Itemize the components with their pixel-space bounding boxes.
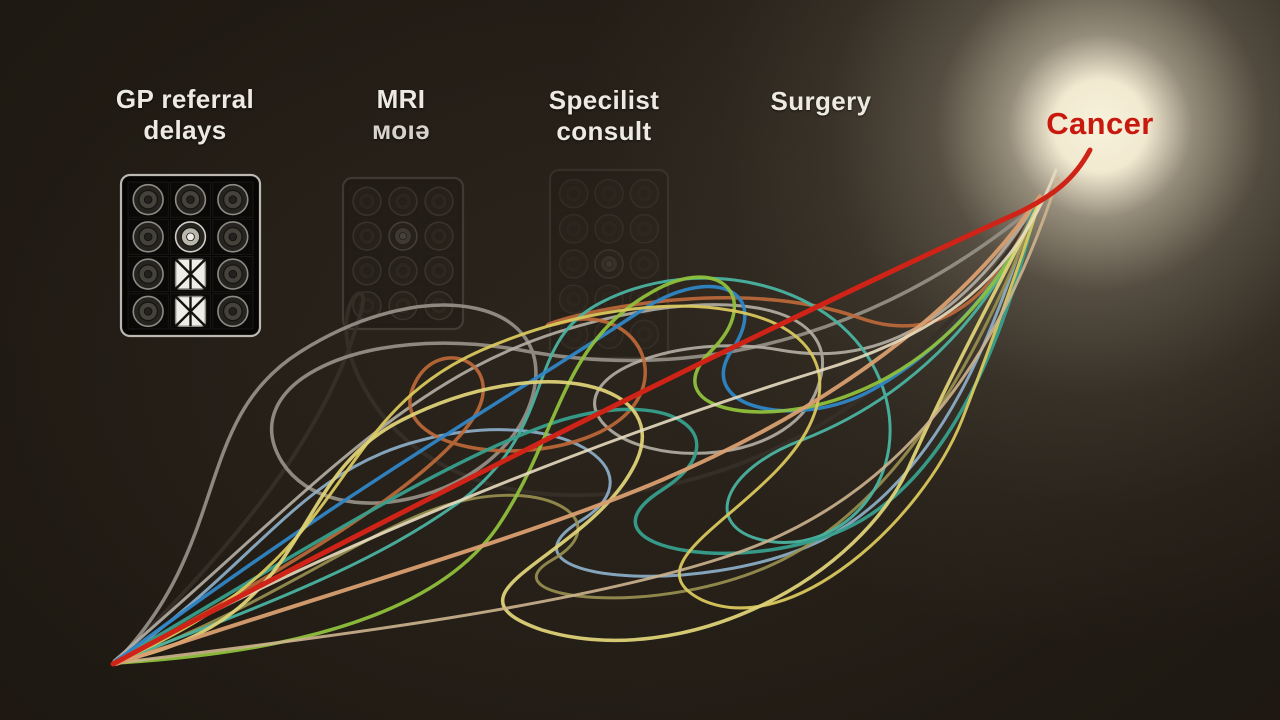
scan-slice (594, 213, 624, 244)
stage-label-gp-referral: GP referral delays (116, 84, 254, 146)
scan-slice (629, 249, 660, 279)
scan-cell (212, 293, 254, 330)
scan-cell (627, 211, 662, 246)
scan-slice (629, 213, 660, 244)
stage-label-line: Specilist (548, 85, 660, 115)
scan-cell (127, 256, 169, 293)
stage-label-specialist-consult: Specilist consult (549, 85, 660, 147)
strand-gray (114, 204, 1037, 664)
scan-cell (421, 219, 457, 253)
stage-label-line: delays (143, 115, 227, 145)
scan-cell (349, 219, 385, 253)
strand-gold (114, 202, 1041, 664)
stage-label-line-garbled: моıə (371, 115, 431, 145)
scan-slice (388, 256, 418, 286)
mri-scan-panel-2 (341, 176, 465, 331)
scan-cell (556, 211, 591, 246)
stage-label-mri: MRI моıə (372, 84, 430, 146)
scan-slice (388, 186, 418, 217)
scan-cell (591, 211, 627, 246)
scan-slice (352, 221, 382, 251)
scan-cell (169, 218, 212, 255)
scan-cell (169, 181, 212, 218)
scan-slice (558, 249, 589, 279)
scan-cell (627, 176, 662, 211)
scan-cell (349, 254, 385, 288)
stage-label-line: Surgery (770, 86, 872, 116)
scan-cell (421, 254, 457, 288)
strand-red (110, 147, 1093, 667)
scan-cell (212, 181, 254, 218)
strand-silver (112, 204, 1036, 663)
scan-cell (127, 293, 169, 330)
cancer-label: Cancer (1046, 106, 1154, 141)
scan-slice (388, 221, 418, 251)
scan-cell (627, 317, 662, 352)
scan-slice (629, 178, 660, 209)
scan-slice (558, 178, 589, 209)
strand-teal (112, 205, 1038, 664)
scan-cell (169, 256, 212, 293)
strand-salmon (114, 194, 1042, 666)
strand-tan (115, 176, 1060, 665)
scan-cell (212, 218, 254, 255)
scan-cell (349, 184, 385, 219)
mri-panels-layer (119, 168, 670, 360)
scan-panel-border (341, 176, 465, 331)
stage-label-line: GP referral (115, 84, 255, 114)
stage-label-line: consult (556, 116, 652, 146)
strand-yellow (113, 196, 1044, 664)
scan-slice (558, 213, 589, 244)
strand-chartreuse (114, 204, 1039, 665)
stage-label-surgery: Surgery (770, 86, 871, 117)
scan-cell (556, 247, 591, 282)
scan-cell (591, 176, 627, 211)
scan-slice (424, 221, 454, 251)
strand-rust (113, 204, 1038, 665)
mri-scan-panel-1 (119, 173, 262, 338)
scan-slice (424, 186, 454, 217)
scan-cell (385, 254, 421, 288)
scan-slice (424, 256, 454, 286)
scan-cell (556, 282, 591, 317)
scan-cell (556, 176, 591, 211)
scan-cell (127, 218, 169, 255)
journey-lines-layer (110, 147, 1093, 667)
scan-slice (594, 178, 624, 209)
scan-slice (352, 186, 382, 217)
scan-cell (212, 256, 254, 293)
scan-slice (594, 249, 624, 279)
stage-label-line: MRI (376, 84, 426, 114)
strand-cream (112, 168, 1058, 665)
scan-slice (558, 284, 589, 315)
scan-cell (385, 219, 421, 253)
scan-slice (352, 256, 382, 286)
scan-cell (127, 181, 169, 218)
scan-cell (421, 184, 457, 219)
scan-cell (169, 293, 212, 330)
scan-cell (385, 184, 421, 219)
scan-cell (591, 247, 627, 282)
scan-cell (627, 247, 662, 282)
